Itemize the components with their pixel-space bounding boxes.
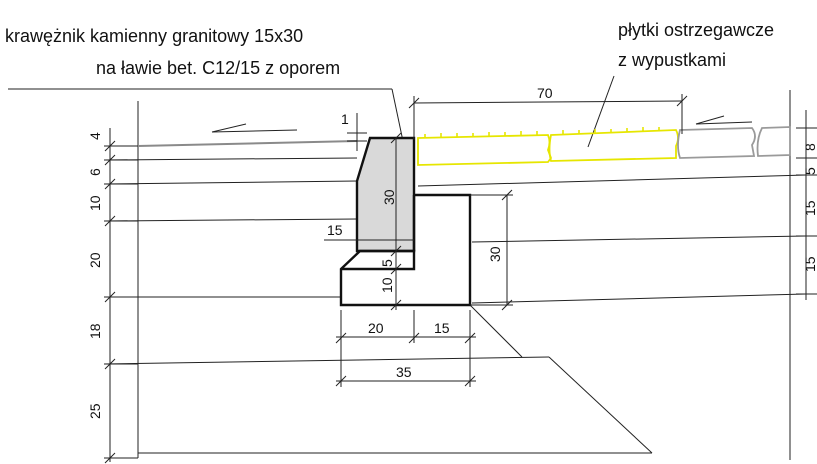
curb-label-line1: krawężnik kamienny granitowy 15x30 xyxy=(5,26,303,46)
curb-height-dimension xyxy=(324,132,414,311)
curb-label-line2: na ławie bet. C12/15 z oporem xyxy=(96,58,340,78)
curb-lip-value: 1 xyxy=(341,111,349,127)
left-dimension-value: 20 xyxy=(87,252,103,268)
right-dimension-value: 5 xyxy=(802,167,817,175)
bench-upper-value: 5 xyxy=(379,259,395,267)
label-leaders xyxy=(8,75,615,148)
left-dimension-chain xyxy=(104,128,138,464)
left-dimension-value: 4 xyxy=(87,132,103,140)
bench-right-value: 15 xyxy=(434,320,450,336)
bench-total-value: 35 xyxy=(396,364,412,380)
left-dimension-value: 6 xyxy=(87,168,103,176)
left-surface xyxy=(137,123,358,147)
left-dimension-value: 25 xyxy=(87,403,103,419)
right-dimension-value: 15 xyxy=(802,256,817,272)
curb-width-value: 15 xyxy=(327,222,343,238)
right-dimension-value: 15 xyxy=(802,200,817,216)
bench-height-dimension xyxy=(470,189,513,311)
bench-left-value: 20 xyxy=(368,320,384,336)
right-dimension-value: 8 xyxy=(802,143,817,151)
warning-tiles xyxy=(417,127,679,166)
right-dimension-chain xyxy=(796,110,817,300)
curb-lip-dimension xyxy=(347,113,367,151)
tiles-label-line2: z wypustkami xyxy=(618,50,726,70)
left-dimension-value: 10 xyxy=(87,195,103,211)
tile-width-dimension xyxy=(408,94,688,140)
bench-lower-value: 10 xyxy=(379,277,395,293)
concrete-bench xyxy=(339,193,472,307)
bench-height-value: 30 xyxy=(487,246,503,262)
left-dimension-value: 18 xyxy=(87,323,103,339)
tile-width-value: 70 xyxy=(537,85,553,101)
existing-tiles xyxy=(677,115,791,159)
curb-height-value: 30 xyxy=(381,189,397,205)
right-layer-lines xyxy=(417,90,807,460)
bench-width-dimensions xyxy=(335,310,476,387)
tiles-label-line1: płytki ostrzegawcze xyxy=(618,20,774,40)
